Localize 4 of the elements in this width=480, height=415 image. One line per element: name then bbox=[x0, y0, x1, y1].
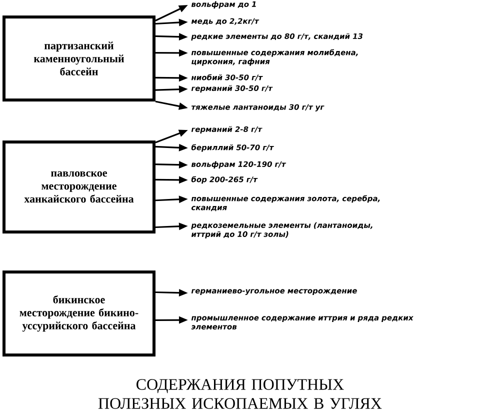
basin-box: партизанский каменноугольный бассейн bbox=[2, 16, 156, 102]
basin-box: павловское месторождение ханкайского бассейна bbox=[2, 140, 156, 234]
title: СОДЕРЖАНИЯ ПОПУТНЫХ ПОЛЕЗНЫХ ИСКОПАЕМЫХ В УГЛЯХ bbox=[98, 379, 382, 409]
basin-box: бикинское месторождение бикино-уссурийского бассейна bbox=[2, 270, 156, 356]
